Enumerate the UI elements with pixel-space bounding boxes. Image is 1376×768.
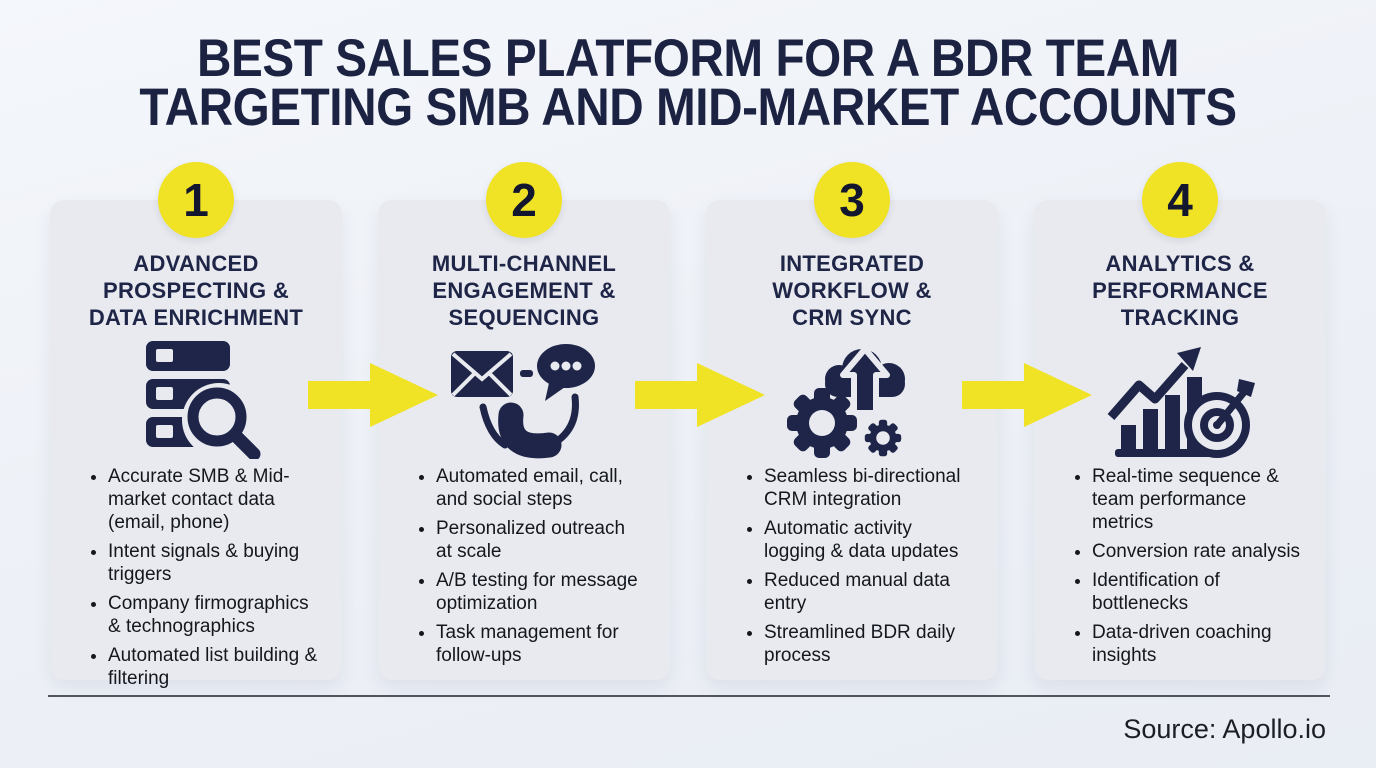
multichannel-communication-icon <box>392 339 656 461</box>
heading-line: MULTI-CHANNEL <box>431 251 617 276</box>
heading-line: INTEGRATED <box>779 251 925 276</box>
step-number: 2 <box>511 174 537 226</box>
step-card-crm-sync: 3 INTEGRATED WORKFLOW & CRM SYNC <box>706 162 998 680</box>
bullet-item: Intent signals & buying triggers <box>108 540 318 586</box>
source-attribution: Source: Apollo.io <box>1123 714 1326 744</box>
bullet-item: Seamless bi-directional CRM integration <box>764 465 974 511</box>
step-number-badge: 3 <box>814 162 890 238</box>
arrow-right-icon <box>635 363 765 427</box>
cloud-sync-gears-icon <box>720 339 984 461</box>
bullet-item: Data-driven coaching insights <box>1092 621 1302 667</box>
arrow-right-icon <box>962 363 1092 427</box>
step-bullet-list: Accurate SMB & Mid-market contact data (… <box>64 465 328 690</box>
step-bullet-list: Seamless bi-directional CRM integration … <box>720 465 984 667</box>
step-heading: ADVANCED PROSPECTING & DATA ENRICHMENT <box>64 250 328 331</box>
arrow-right-icon <box>308 363 438 427</box>
heading-line: ADVANCED <box>133 251 259 276</box>
heading-line: PROSPECTING & <box>102 278 290 303</box>
bullet-item: Automated list building & filtering <box>108 644 318 690</box>
heading-line: ENGAGEMENT & <box>432 278 616 303</box>
footer-divider <box>48 695 1330 697</box>
page-title: BEST SALES PLATFORM FOR A BDR TEAM TARGE… <box>69 29 1307 137</box>
step-bullet-list: Automated email, call, and social steps … <box>392 465 656 667</box>
bullet-item: Personalized outreach at scale <box>436 517 646 563</box>
step-number: 1 <box>183 174 209 226</box>
bullet-item: Reduced manual data entry <box>764 569 974 615</box>
step-number: 4 <box>1167 174 1193 226</box>
heading-line: CRM SYNC <box>792 305 912 330</box>
bullet-item: A/B testing for message optimization <box>436 569 646 615</box>
heading-line: WORKFLOW & <box>772 278 932 303</box>
bullet-item: Real-time sequence & team performance me… <box>1092 465 1302 534</box>
heading-line: ANALYTICS & <box>1105 251 1255 276</box>
bullet-item: Accurate SMB & Mid-market contact data (… <box>108 465 318 534</box>
page-title-line-1: BEST SALES PLATFORM FOR A BDR TEAM <box>197 29 1179 88</box>
heading-line: SEQUENCING <box>448 305 600 330</box>
step-card-engagement: 2 MULTI-CHANNEL ENGAGEMENT & SEQUENCING <box>378 162 670 680</box>
step-number-badge: 2 <box>486 162 562 238</box>
step-card-analytics: 4 ANALYTICS & PERFORMANCE TRACKING <box>1034 162 1326 680</box>
bullet-item: Automated email, call, and social steps <box>436 465 646 511</box>
heading-line: PERFORMANCE <box>1092 278 1268 303</box>
bullet-item: Task management for follow-ups <box>436 621 646 667</box>
step-heading: MULTI-CHANNEL ENGAGEMENT & SEQUENCING <box>392 250 656 331</box>
step-heading: ANALYTICS & PERFORMANCE TRACKING <box>1048 250 1312 331</box>
bullet-item: Streamlined BDR daily process <box>764 621 974 667</box>
step-bullet-list: Real-time sequence & team performance me… <box>1048 465 1312 667</box>
bullet-item: Automatic activity logging & data update… <box>764 517 974 563</box>
steps-row: 1 ADVANCED PROSPECTING & DATA ENRICHMENT <box>50 162 1326 689</box>
analytics-target-chart-icon <box>1048 339 1312 461</box>
step-number-badge: 4 <box>1142 162 1218 238</box>
step-card-prospecting: 1 ADVANCED PROSPECTING & DATA ENRICHMENT <box>50 162 342 689</box>
bullet-item: Identification of bottlenecks <box>1092 569 1302 615</box>
bullet-item: Company firmographics & technographics <box>108 592 318 638</box>
database-search-icon <box>64 339 328 461</box>
bullet-item: Conversion rate analysis <box>1092 540 1302 563</box>
step-number: 3 <box>839 174 865 226</box>
heading-line: TRACKING <box>1120 305 1240 330</box>
heading-line: DATA ENRICHMENT <box>88 305 304 330</box>
step-heading: INTEGRATED WORKFLOW & CRM SYNC <box>720 250 984 331</box>
step-number-badge: 1 <box>158 162 234 238</box>
page-title-line-2: TARGETING SMB AND MID-MARKET ACCOUNTS <box>139 78 1237 137</box>
